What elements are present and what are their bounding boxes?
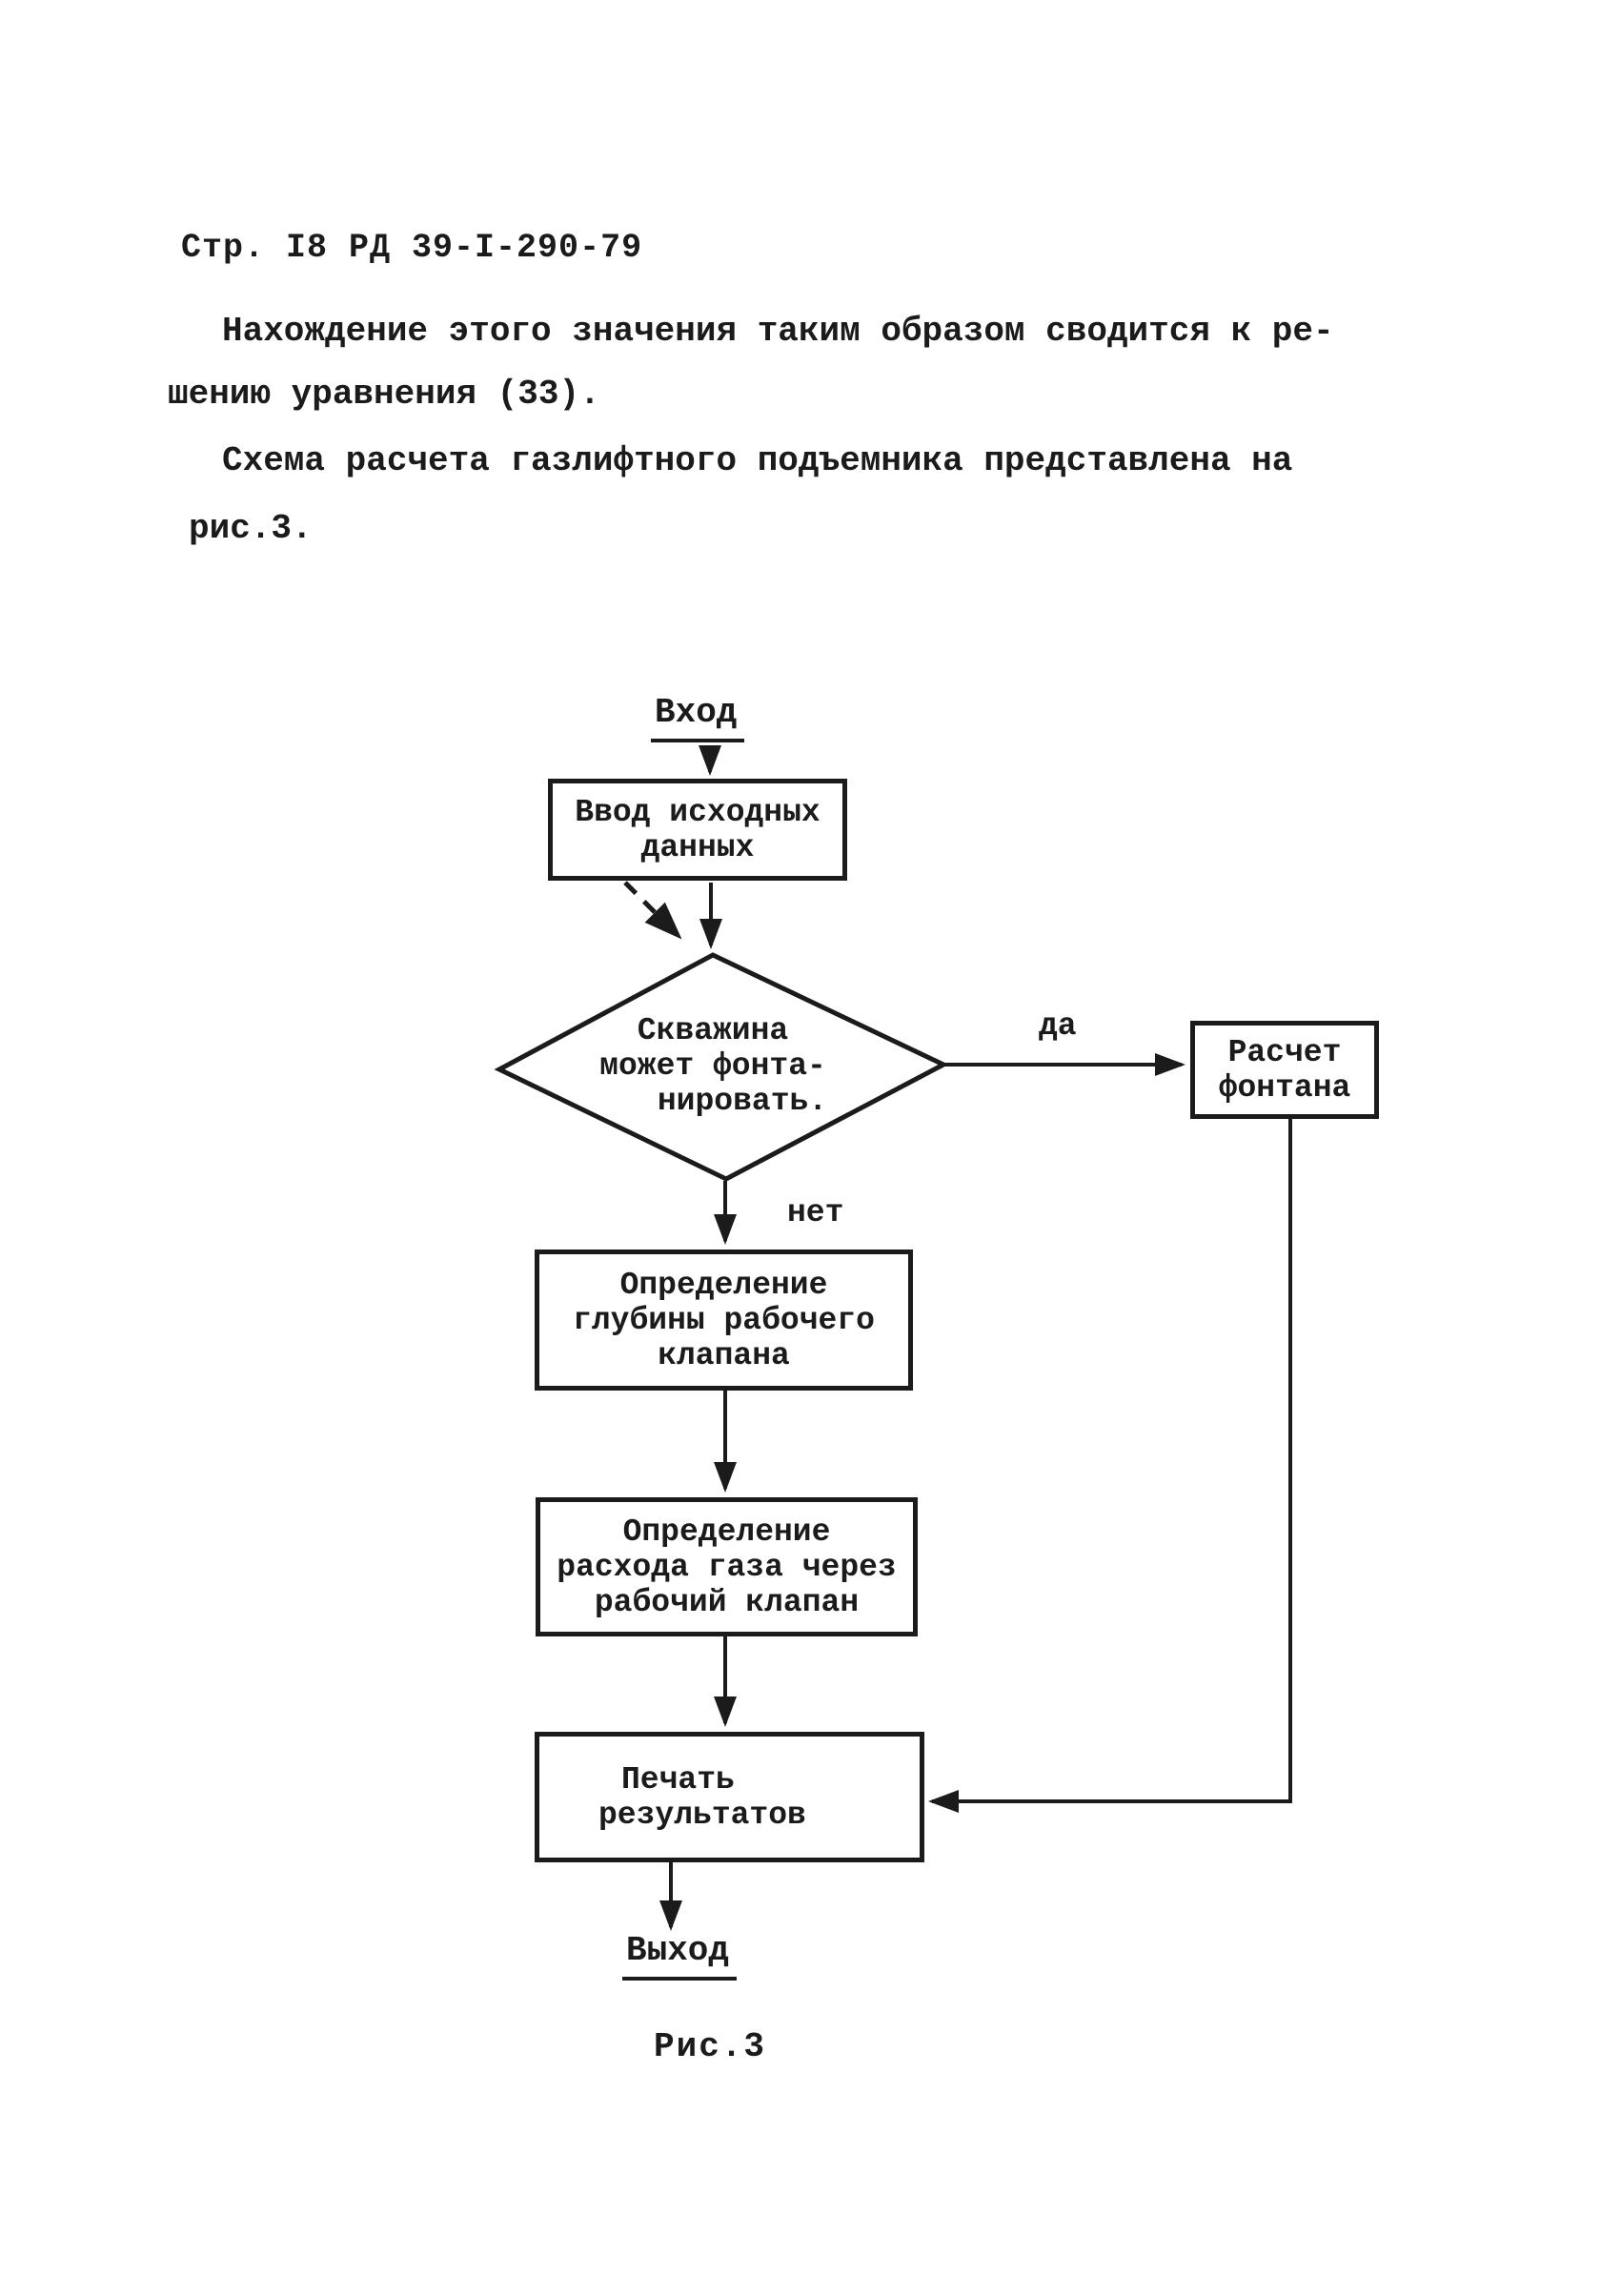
flow-fountain-box: Расчет фонтана [1190, 1021, 1379, 1119]
flow-valve-depth-box: Определение глубины рабочего клапана [535, 1250, 913, 1391]
flow-print-box: Печать результатов [535, 1732, 924, 1862]
decision-diamond [494, 952, 949, 1182]
paragraph-line: Нахождение этого значения таким образом … [222, 312, 1334, 351]
paragraph-line: шению уравнения (33). [168, 375, 600, 414]
flow-box-line: Расчет [1227, 1034, 1342, 1070]
flow-branch-no-label: нет [787, 1195, 844, 1230]
flow-box-line: Печать [621, 1761, 735, 1798]
flow-decision-text: Скважина может фонта- нировать. [522, 1013, 903, 1119]
flow-box-line: Определение [619, 1267, 828, 1303]
paragraph-line: рис.3. [189, 509, 313, 548]
flow-box-line: расхода газа через [557, 1549, 897, 1585]
flow-box-line: может фонта- [599, 1048, 826, 1084]
flow-exit-label: Выход [622, 1931, 738, 1981]
flow-box-line: Определение [622, 1514, 831, 1550]
flow-box-line: Скважина [637, 1013, 789, 1048]
flow-box-line: клапана [658, 1337, 790, 1373]
figure-caption: Рис.3 [654, 2027, 767, 2066]
page-header: Стр. I8 РД 39-I-290-79 [181, 229, 643, 267]
flow-input-box: Ввод исходных данных [548, 779, 847, 881]
flow-box-line: данных [640, 829, 755, 865]
flow-box-line: нировать. [657, 1084, 828, 1119]
flow-box-line: фонтана [1218, 1069, 1351, 1106]
paragraph-line: Схема расчета газлифтного подъемника пре… [222, 441, 1293, 480]
flow-box-line: результатов [598, 1797, 806, 1833]
dashed-annotation-arrow [623, 881, 682, 940]
arrow-fountain-to-print [928, 1119, 1292, 1813]
flow-branch-yes-label: да [1039, 1008, 1077, 1044]
flow-gas-flow-box: Определение расхода газа через рабочий к… [536, 1497, 918, 1636]
flow-box-line: глубины рабочего [573, 1302, 875, 1338]
flow-box-line: Ввод исходных [575, 794, 821, 830]
flow-box-line: рабочий клапан [594, 1584, 860, 1620]
flow-entry-label: Вход [651, 693, 745, 742]
